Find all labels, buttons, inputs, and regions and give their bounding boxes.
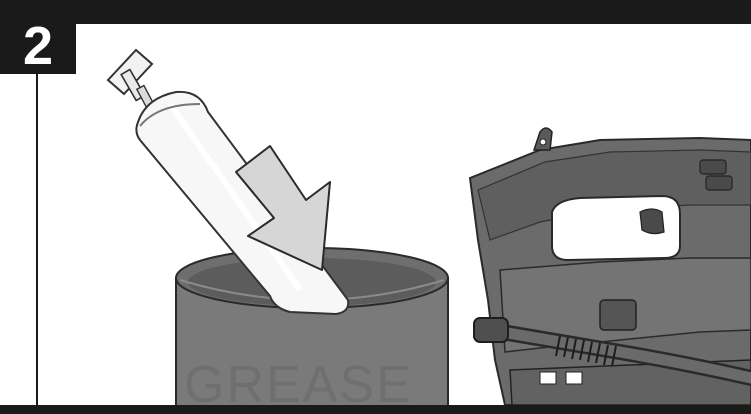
bottom-border <box>0 405 751 414</box>
step-number-badge: 2 <box>0 18 76 74</box>
